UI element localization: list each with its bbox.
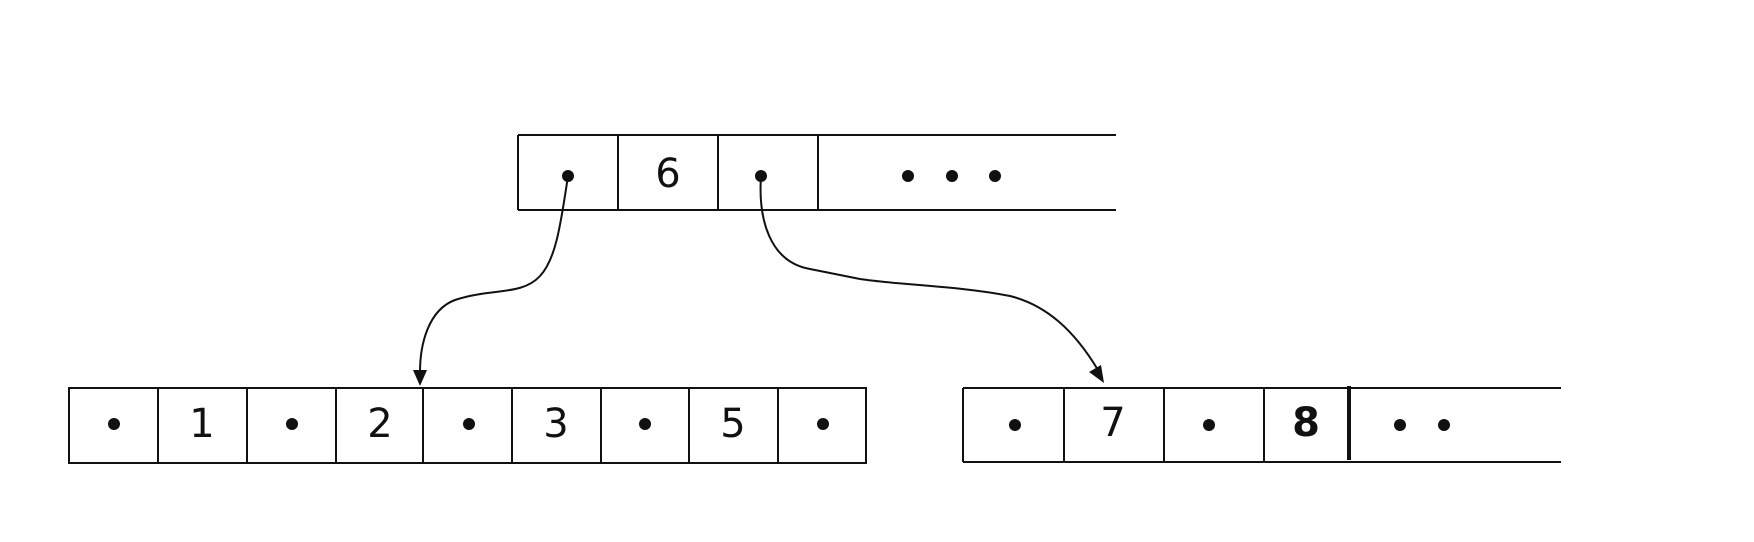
- left-key-3: 3: [543, 401, 568, 447]
- right-key-7: 7: [1100, 400, 1125, 446]
- arrowhead: [413, 370, 427, 386]
- trailing-dot: [1394, 419, 1406, 431]
- left-key-1: 1: [189, 401, 214, 447]
- left-pointer: [639, 418, 651, 430]
- ellipsis-dot: [902, 170, 914, 182]
- left-key-2: 2: [367, 401, 392, 447]
- right-pointer: [1009, 419, 1021, 431]
- root-ellipsis: [902, 170, 1001, 182]
- arrowhead: [1089, 365, 1104, 383]
- right-trailing-dots: [1394, 419, 1450, 431]
- pointer-arrow-right: [759, 175, 1104, 383]
- right-child-node: 7 8: [962, 386, 1561, 463]
- left-pointer: [817, 418, 829, 430]
- right-pointer: [1203, 419, 1215, 431]
- left-pointer: [286, 418, 298, 430]
- left-child-node: 1 2 3 5: [68, 387, 867, 464]
- root-key-6: 6: [655, 151, 680, 197]
- ellipsis-dot: [946, 170, 958, 182]
- left-child-border: [68, 387, 867, 464]
- ellipsis-dot: [989, 170, 1001, 182]
- left-pointer: [108, 418, 120, 430]
- trailing-dot: [1438, 419, 1450, 431]
- left-pointer: [463, 418, 475, 430]
- right-key-8: 8: [1292, 400, 1320, 446]
- root-node: 6: [517, 134, 1116, 211]
- left-key-5: 5: [720, 401, 745, 447]
- pointer-arrow-left: [413, 175, 569, 386]
